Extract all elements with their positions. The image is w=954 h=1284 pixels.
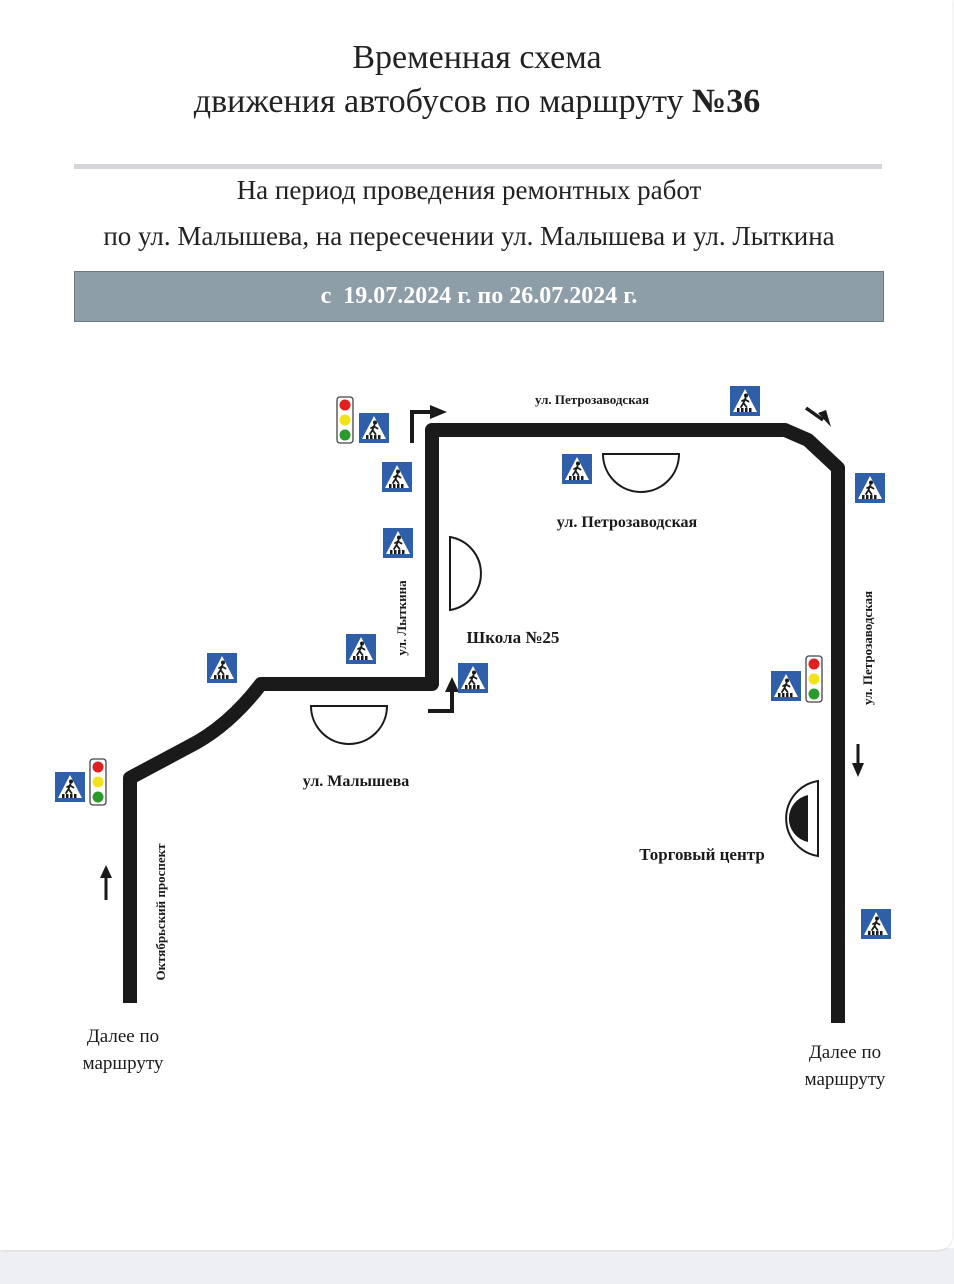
direction-arrow-icon (100, 865, 112, 900)
pedestrian-crossing-sign-icon (381, 461, 413, 493)
continue-route-left-line-2: маршруту (83, 1053, 164, 1074)
continue-route-right-line-1: Далее по (809, 1042, 881, 1063)
header-divider (74, 164, 882, 169)
street-label-petrozavodskaya-vertical: ул. Петрозаводская (860, 591, 875, 705)
street-label-petrozavodskaya-top: ул. Петрозаводская (535, 392, 649, 407)
bus-stop-half-circle-icon (601, 453, 681, 493)
pedestrian-crossing-sign-icon (561, 453, 593, 485)
subtitle-line-1: На период проведения ремонтных работ (236, 175, 702, 205)
bus-route-line (123, 423, 845, 1023)
traffic-light-icon (336, 396, 354, 444)
pedestrian-crossing-sign-icon (358, 412, 390, 444)
pedestrian-crossing-sign-icon (54, 771, 86, 803)
title-line-1: Временная схема (352, 39, 602, 76)
traffic-light-icon (89, 758, 107, 806)
pedestrian-crossing-sign-icon (854, 472, 886, 504)
pedestrian-crossing-sign-icon (860, 908, 892, 940)
title-line-2: движения автобусов по маршруту №36 (0, 82, 954, 122)
pedestrian-crossing-sign-icon (729, 385, 761, 417)
pedestrian-crossing-sign-icon (382, 527, 414, 559)
street-label-malysheva: ул. Малышева (303, 773, 410, 790)
subtitle-line-2: по ул. Малышева, на пересечении ул. Малы… (103, 221, 835, 251)
continue-route-right-line-2: маршруту (805, 1069, 886, 1090)
document-page (0, 0, 952, 1250)
continue-route-left-line-1: Далее по (87, 1026, 159, 1047)
page-background-bottom (0, 1248, 954, 1284)
direction-arrow-icon (428, 677, 459, 713)
date-range-bar: с 19.07.2024 г. по 26.07.2024 г. (74, 271, 884, 322)
pedestrian-crossing-sign-icon (457, 662, 489, 694)
shopping-center-label: Торговый центр (639, 845, 765, 864)
street-label-oktyabrsky: Октябрьский проспект (153, 843, 168, 981)
pedestrian-crossing-sign-icon (345, 633, 377, 665)
street-label-petrozavodskaya-mid: ул. Петрозаводская (557, 514, 698, 531)
shopping-center-stop-icon (785, 779, 819, 858)
direction-arrow-icon (410, 405, 447, 443)
pedestrian-crossing-sign-icon (770, 670, 802, 702)
school-label: Школа №25 (467, 628, 560, 647)
bus-stop-half-circle-icon (449, 535, 482, 612)
direction-arrow-icon (804, 406, 831, 427)
title-line-2-text: движения автобусов по маршруту (193, 83, 693, 120)
pedestrian-crossing-sign-icon (206, 652, 238, 684)
bus-stop-half-circle-icon (309, 705, 389, 745)
traffic-light-icon (805, 655, 823, 703)
street-label-lytkina: ул. Лыткина (394, 580, 409, 656)
route-number: №36 (692, 83, 761, 120)
direction-arrow-icon (852, 744, 864, 777)
